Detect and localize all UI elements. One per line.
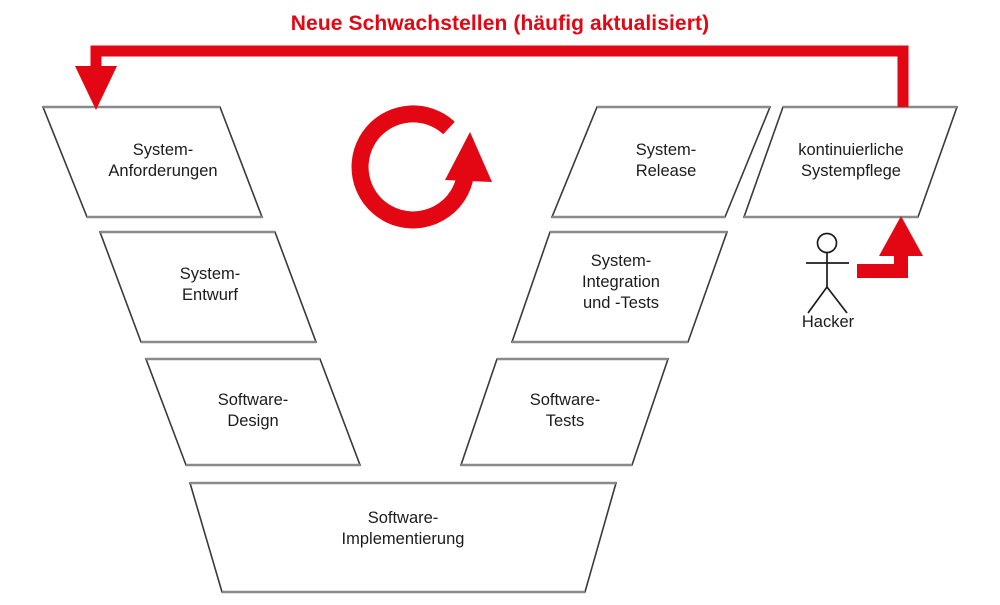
phase-shape-software-implementierung[interactable] bbox=[188, 481, 618, 594]
phase-shape-software-tests[interactable] bbox=[459, 357, 670, 467]
actor-label-hacker: Hacker bbox=[801, 313, 855, 331]
phase-shape-system-release[interactable] bbox=[550, 105, 772, 219]
diagram-title: Neue Schwachstellen (häufig aktualisiert… bbox=[290, 12, 710, 35]
hacker-stick-figure bbox=[806, 232, 849, 314]
phase-shape-system-anforderungen[interactable] bbox=[41, 105, 264, 219]
cycle-refresh-icon bbox=[351, 105, 492, 229]
phase-shape-system-entwurf[interactable] bbox=[98, 230, 318, 344]
feedback-loop-arrow bbox=[75, 45, 909, 110]
phase-shape-system-integration[interactable] bbox=[510, 230, 729, 344]
hacker-attack-arrow bbox=[857, 216, 923, 278]
phase-shape-kontinuierliche-systempflege[interactable] bbox=[742, 105, 959, 219]
phase-shape-software-design[interactable] bbox=[144, 357, 362, 467]
